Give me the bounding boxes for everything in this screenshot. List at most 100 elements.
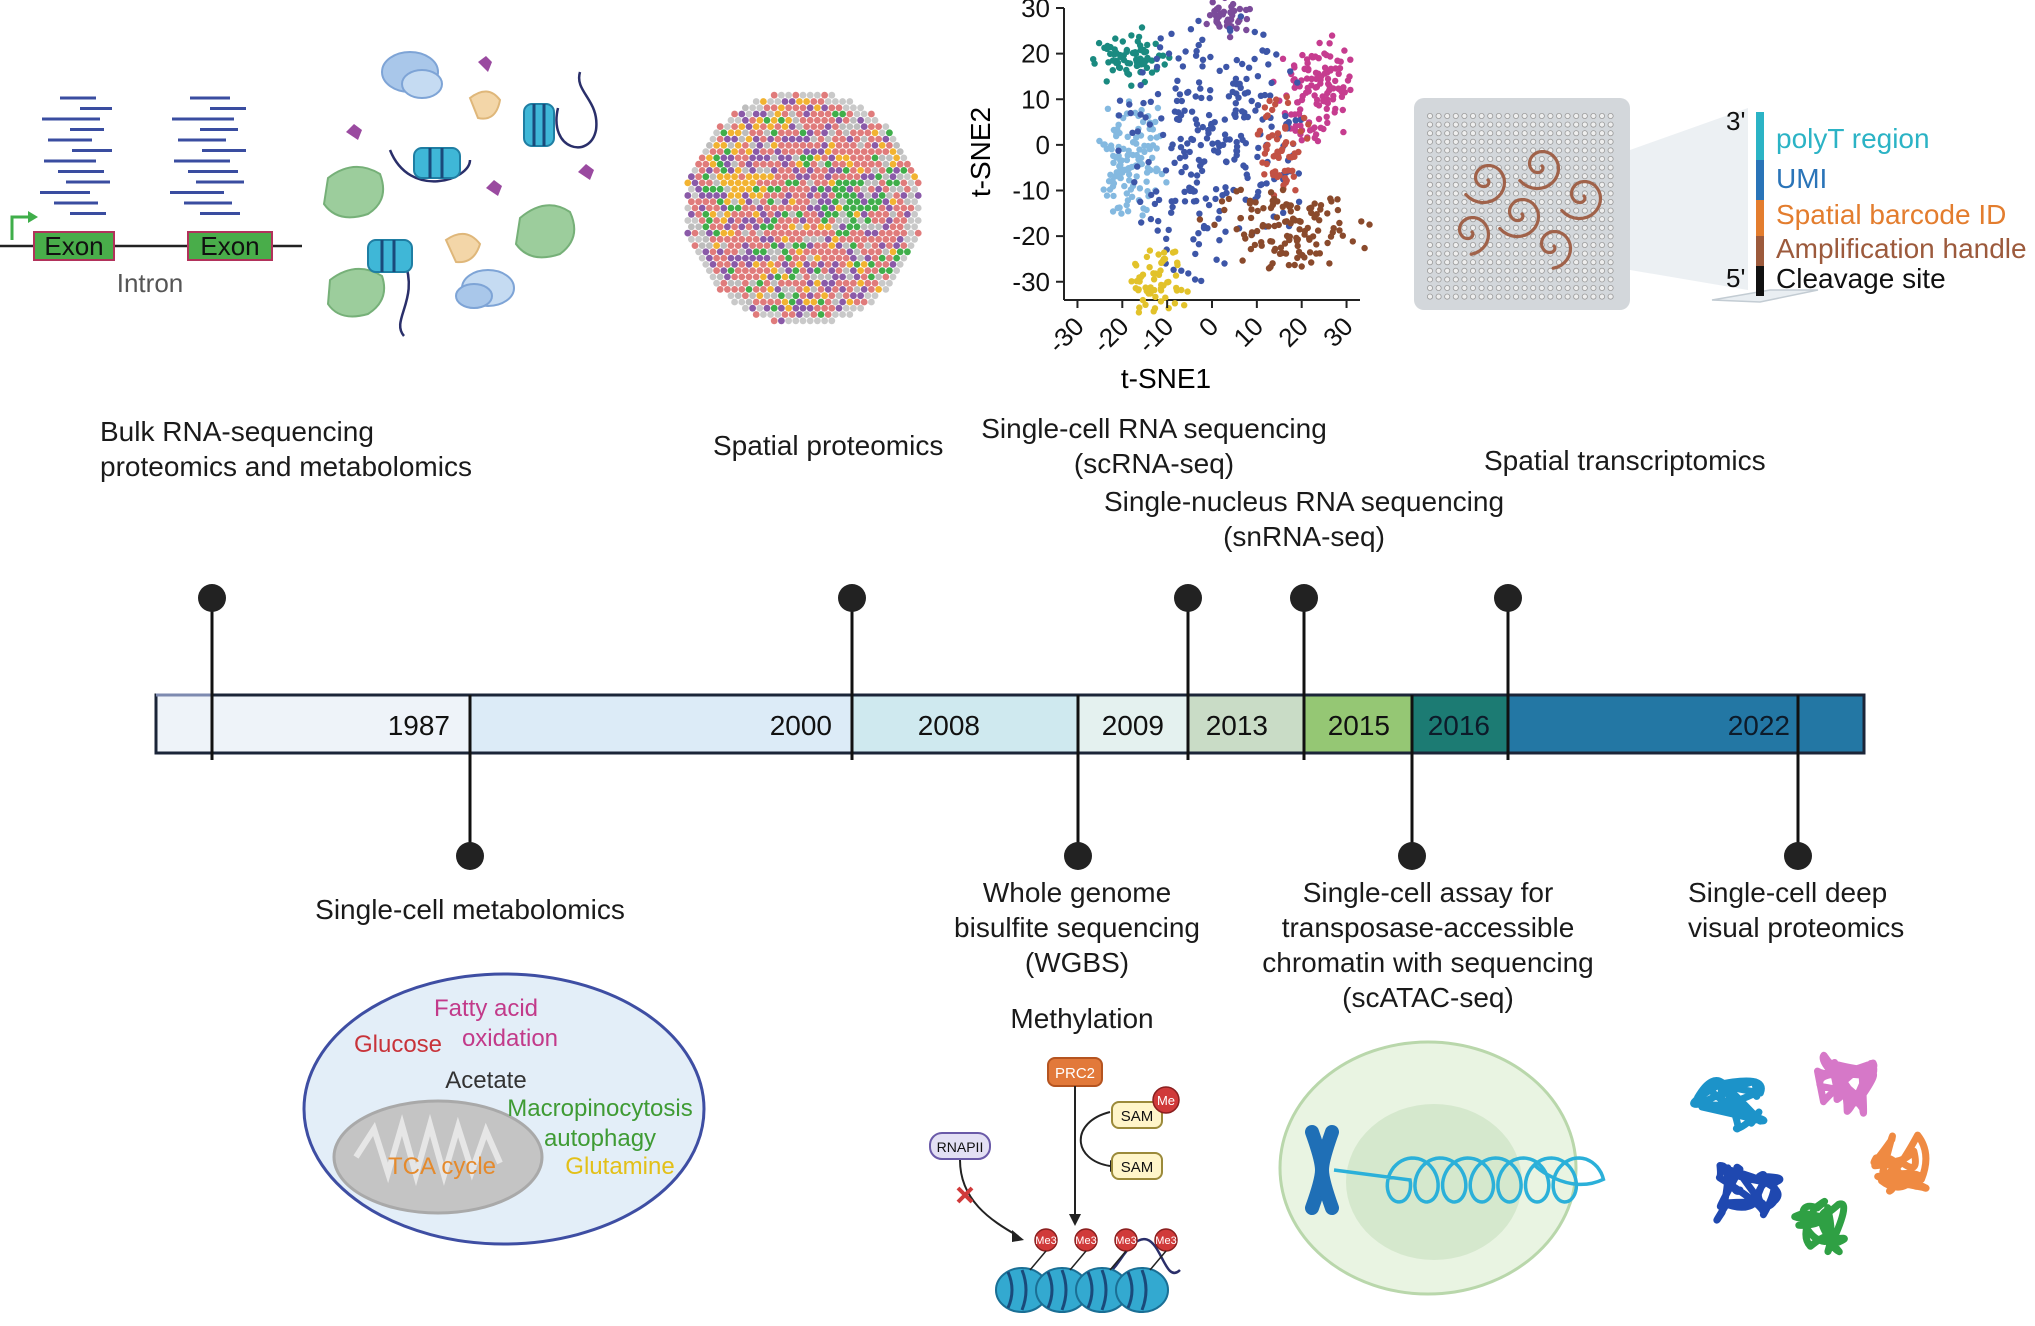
tissue-spot xyxy=(792,167,800,174)
tissue-spot xyxy=(803,261,810,268)
tissue-spot xyxy=(770,192,778,199)
tissue-spot xyxy=(778,229,785,237)
tss-arrowhead-icon xyxy=(28,211,38,223)
tissue-spot xyxy=(828,254,836,262)
tsne-point xyxy=(1157,35,1164,42)
tissue-spot xyxy=(814,116,821,124)
tsne-point xyxy=(1090,56,1097,63)
tsne-point xyxy=(1209,0,1216,6)
tissue-spot xyxy=(788,210,796,218)
tissue-spot xyxy=(882,123,890,130)
tissue-spot xyxy=(828,116,836,124)
capture-spot xyxy=(1513,224,1520,231)
tissue-spot xyxy=(767,210,774,218)
capture-spot xyxy=(1461,164,1468,171)
capture-spot xyxy=(1538,130,1545,137)
tissue-spot xyxy=(742,192,749,199)
tissue-spot xyxy=(832,248,839,256)
tsne-point xyxy=(1185,88,1192,96)
capture-spot xyxy=(1607,173,1614,180)
capture-spot xyxy=(1452,233,1459,240)
tissue-spot xyxy=(846,110,854,118)
tissue-spot xyxy=(774,235,782,243)
tsne-point xyxy=(1124,208,1132,215)
tsne-point xyxy=(1255,188,1262,196)
capture-spot xyxy=(1478,233,1485,240)
tissue-spot xyxy=(860,210,868,218)
capture-spot xyxy=(1547,173,1554,180)
capture-spot xyxy=(1495,155,1502,162)
tissue-spot xyxy=(835,217,843,224)
capture-spot xyxy=(1607,130,1614,137)
tsne-point xyxy=(1187,171,1195,178)
pin-head xyxy=(1784,842,1812,870)
capture-spot xyxy=(1435,173,1442,180)
capture-spot xyxy=(1495,198,1502,205)
tissue-spot xyxy=(706,267,713,274)
tsne-point xyxy=(1181,302,1188,309)
tissue-spot xyxy=(842,104,850,112)
capture-spot xyxy=(1573,155,1580,162)
tissue-spot xyxy=(702,173,710,181)
tissue-spot xyxy=(839,311,846,318)
tissue-spot xyxy=(785,129,792,137)
tsne-point xyxy=(1174,259,1181,266)
tissue-spot xyxy=(792,91,800,99)
capture-spot xyxy=(1564,267,1571,274)
tissue-swirl xyxy=(1457,216,1491,256)
metab-term: oxidation xyxy=(462,1025,558,1052)
tissue-spot xyxy=(770,154,778,162)
tissue-spot xyxy=(745,261,753,268)
tissue-spot xyxy=(857,154,864,162)
tissue-spot xyxy=(770,104,778,112)
capture-spot xyxy=(1599,181,1606,188)
tissue-spot xyxy=(882,160,890,168)
tissue-spot xyxy=(900,229,908,237)
tissue-spot xyxy=(842,267,850,274)
exon-label-1: Exon xyxy=(44,231,103,261)
tissue-spot xyxy=(810,223,818,231)
capture-spot xyxy=(1521,173,1528,180)
tissue-spot xyxy=(875,160,882,168)
capture-spot xyxy=(1530,121,1537,128)
tissue-spot xyxy=(745,235,753,243)
tissue-spot xyxy=(788,160,796,168)
tsne-point xyxy=(1154,227,1161,234)
tsne-point xyxy=(1153,145,1160,152)
tissue-spot xyxy=(868,235,875,243)
tissue-spot xyxy=(842,142,850,149)
tissue-spot xyxy=(763,229,771,237)
tsne-point xyxy=(1289,167,1296,174)
tissue-spot xyxy=(778,242,785,250)
tsne-point xyxy=(1240,231,1248,238)
event-line: Single-cell metabolomics xyxy=(315,894,625,925)
tsne-point xyxy=(1297,106,1304,113)
tsne-point xyxy=(1332,105,1339,113)
tsne-point xyxy=(1261,171,1268,178)
tissue-spot xyxy=(907,242,915,250)
tissue-spot xyxy=(846,160,854,168)
capture-spot xyxy=(1435,267,1442,274)
tsne-point xyxy=(1113,132,1120,140)
pin-head xyxy=(198,584,226,612)
tissue-spot xyxy=(835,104,843,112)
capture-spot xyxy=(1495,267,1502,274)
capture-spot xyxy=(1504,130,1511,137)
tissue-spot xyxy=(842,154,850,162)
tsne-point xyxy=(1132,50,1140,58)
tissue-spot xyxy=(688,173,695,181)
capture-spot xyxy=(1573,190,1580,197)
tsne-point xyxy=(1199,36,1206,43)
tissue-spot xyxy=(828,154,836,162)
capture-spot xyxy=(1564,113,1571,120)
tsne-point xyxy=(1324,239,1331,247)
tissue-spot xyxy=(875,185,882,193)
tissue-spot xyxy=(763,242,771,250)
tissue-spot xyxy=(788,198,796,206)
capture-spot xyxy=(1556,241,1563,248)
tissue-spot xyxy=(785,142,792,149)
tsne-point xyxy=(1134,128,1142,135)
tissue-spot xyxy=(896,148,904,156)
tsne-point xyxy=(1324,119,1331,127)
tissue-spot xyxy=(752,110,760,118)
